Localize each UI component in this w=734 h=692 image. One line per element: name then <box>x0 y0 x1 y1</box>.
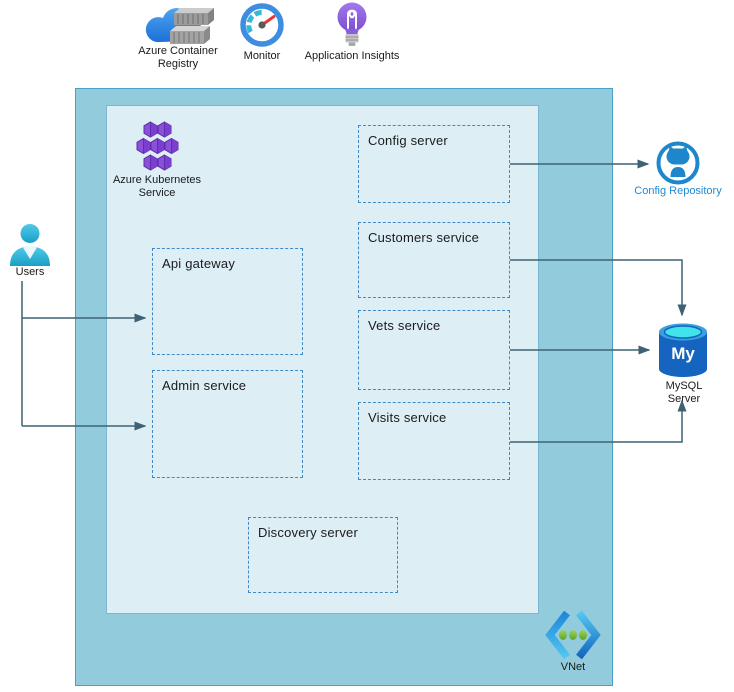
service-label: Visits service <box>368 410 447 425</box>
service-label: Admin service <box>162 378 247 393</box>
service-box-admin-service: Admin service <box>152 370 303 478</box>
aks-box <box>106 105 539 614</box>
azure-kubernetes-service-label: Azure Kubernetes Service <box>112 174 202 199</box>
service-label: Discovery server <box>258 525 358 540</box>
mysql-server-label: MySQL Server <box>665 380 703 405</box>
azure-container-registry-icon <box>134 4 218 46</box>
vnet-label: VNet <box>560 661 586 673</box>
service-label: Customers service <box>368 230 480 245</box>
service-label: Vets service <box>368 318 441 333</box>
azure-kubernetes-service-icon <box>134 121 181 172</box>
users-icon <box>7 223 53 267</box>
github-icon <box>656 141 700 185</box>
application-insights-icon <box>333 1 371 48</box>
users-label: Users <box>15 266 45 278</box>
application-insights-label: Application Insights <box>304 50 400 62</box>
mysql-icon: My <box>657 322 709 379</box>
vnet-icon <box>544 609 602 661</box>
service-box-customers-service: Customers service <box>358 222 510 298</box>
azure-container-registry-label: Azure Container Registry <box>138 45 218 70</box>
service-box-config-server: Config server <box>358 125 510 203</box>
service-box-discovery-server: Discovery server <box>248 517 398 593</box>
config-repository-label: Config Repository <box>634 185 722 197</box>
service-box-vets-service: Vets service <box>358 310 510 390</box>
service-box-api-gateway: Api gateway <box>152 248 303 355</box>
service-box-visits-service: Visits service <box>358 402 510 480</box>
mysql-cylinder-text: My <box>671 344 695 363</box>
monitor-label: Monitor <box>243 50 281 62</box>
monitor-icon <box>240 3 284 47</box>
service-label: Api gateway <box>162 256 236 271</box>
service-label: Config server <box>368 133 448 148</box>
